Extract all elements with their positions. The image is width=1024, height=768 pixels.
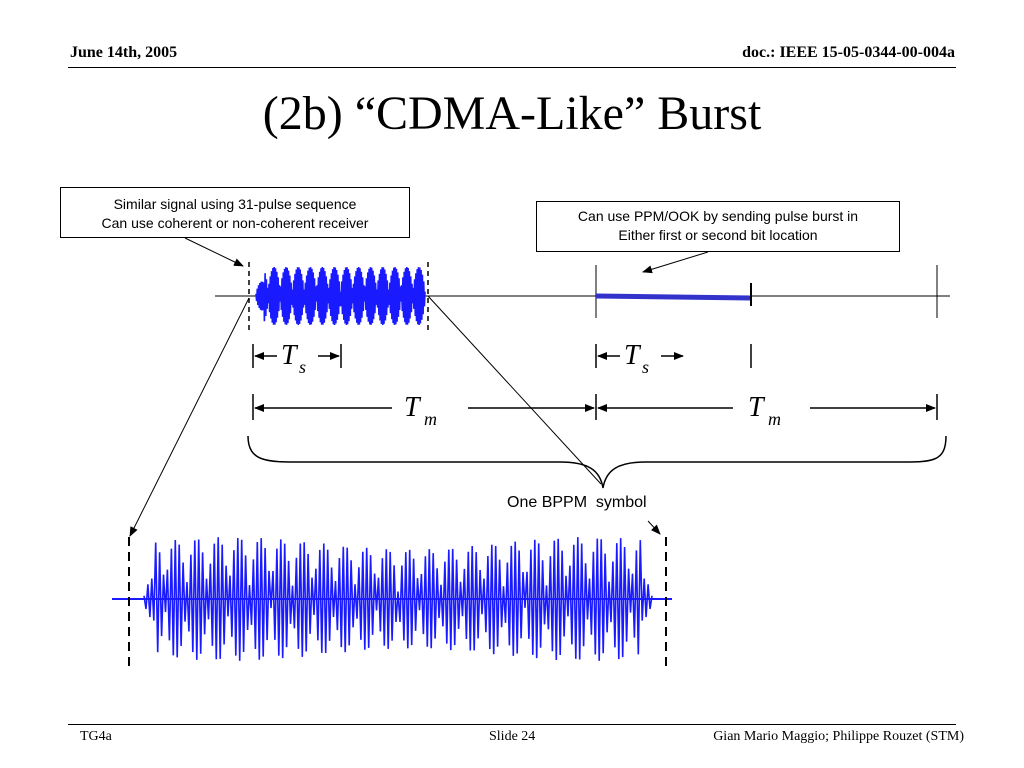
ts1-label-main: T [281, 340, 299, 371]
ts2-label-sub: s [642, 357, 649, 377]
sequence-callout-box: Similar signal using 31-pulse sequence C… [60, 187, 410, 238]
ppm-callout-line1: Can use PPM/OOK by sending pulse burst i… [577, 208, 859, 224]
footer-group: TG4a [80, 729, 112, 744]
header-doc-id: doc.: IEEE 15-05-0344-00-004a [742, 44, 955, 61]
callout-arrow-ppm [642, 251, 709, 274]
footer-authors: Gian Mario Maggio; Philippe Rouzet (STM) [713, 729, 964, 744]
ts1-label-sub: s [299, 357, 306, 377]
ppm-burst-bar [595, 293, 752, 301]
header-date: June 14th, 2005 [70, 44, 178, 61]
ts2-label-main: T [624, 340, 642, 371]
symbol-label-arrow [647, 520, 661, 535]
ppm-callout-box: Can use PPM/OOK by sending pulse burst i… [536, 201, 900, 252]
footer-slide-number: Slide 24 [489, 729, 536, 744]
callout-arrow-sequence [184, 237, 244, 267]
sequence-callout-line2: Can use coherent or non-coherent receive… [101, 215, 369, 231]
ppm-callout-line2: Either first or second bit location [618, 227, 818, 243]
waveform-trace [255, 266, 426, 326]
tm1-label-sub: m [424, 409, 437, 429]
tm1-label-main: T [404, 392, 422, 423]
tm2-label-main: T [748, 392, 766, 423]
slide-title: (2b) “CDMA-Like” Burst [262, 87, 762, 140]
sequence-callout-line1: Similar signal using 31-pulse sequence [113, 196, 357, 212]
zoom-line-right [427, 295, 602, 485]
waveform-trace [143, 537, 653, 661]
zoom-line-left [129, 297, 250, 537]
tm2-label-sub: m [768, 409, 781, 429]
zoomed-pulse-burst [143, 537, 653, 661]
small-pulse-burst [255, 266, 426, 326]
footer-divider [68, 724, 956, 725]
symbol-curly-brace [247, 435, 947, 489]
bppm-symbol-label: One BPPM symbol [507, 494, 647, 511]
header-divider [68, 67, 956, 68]
